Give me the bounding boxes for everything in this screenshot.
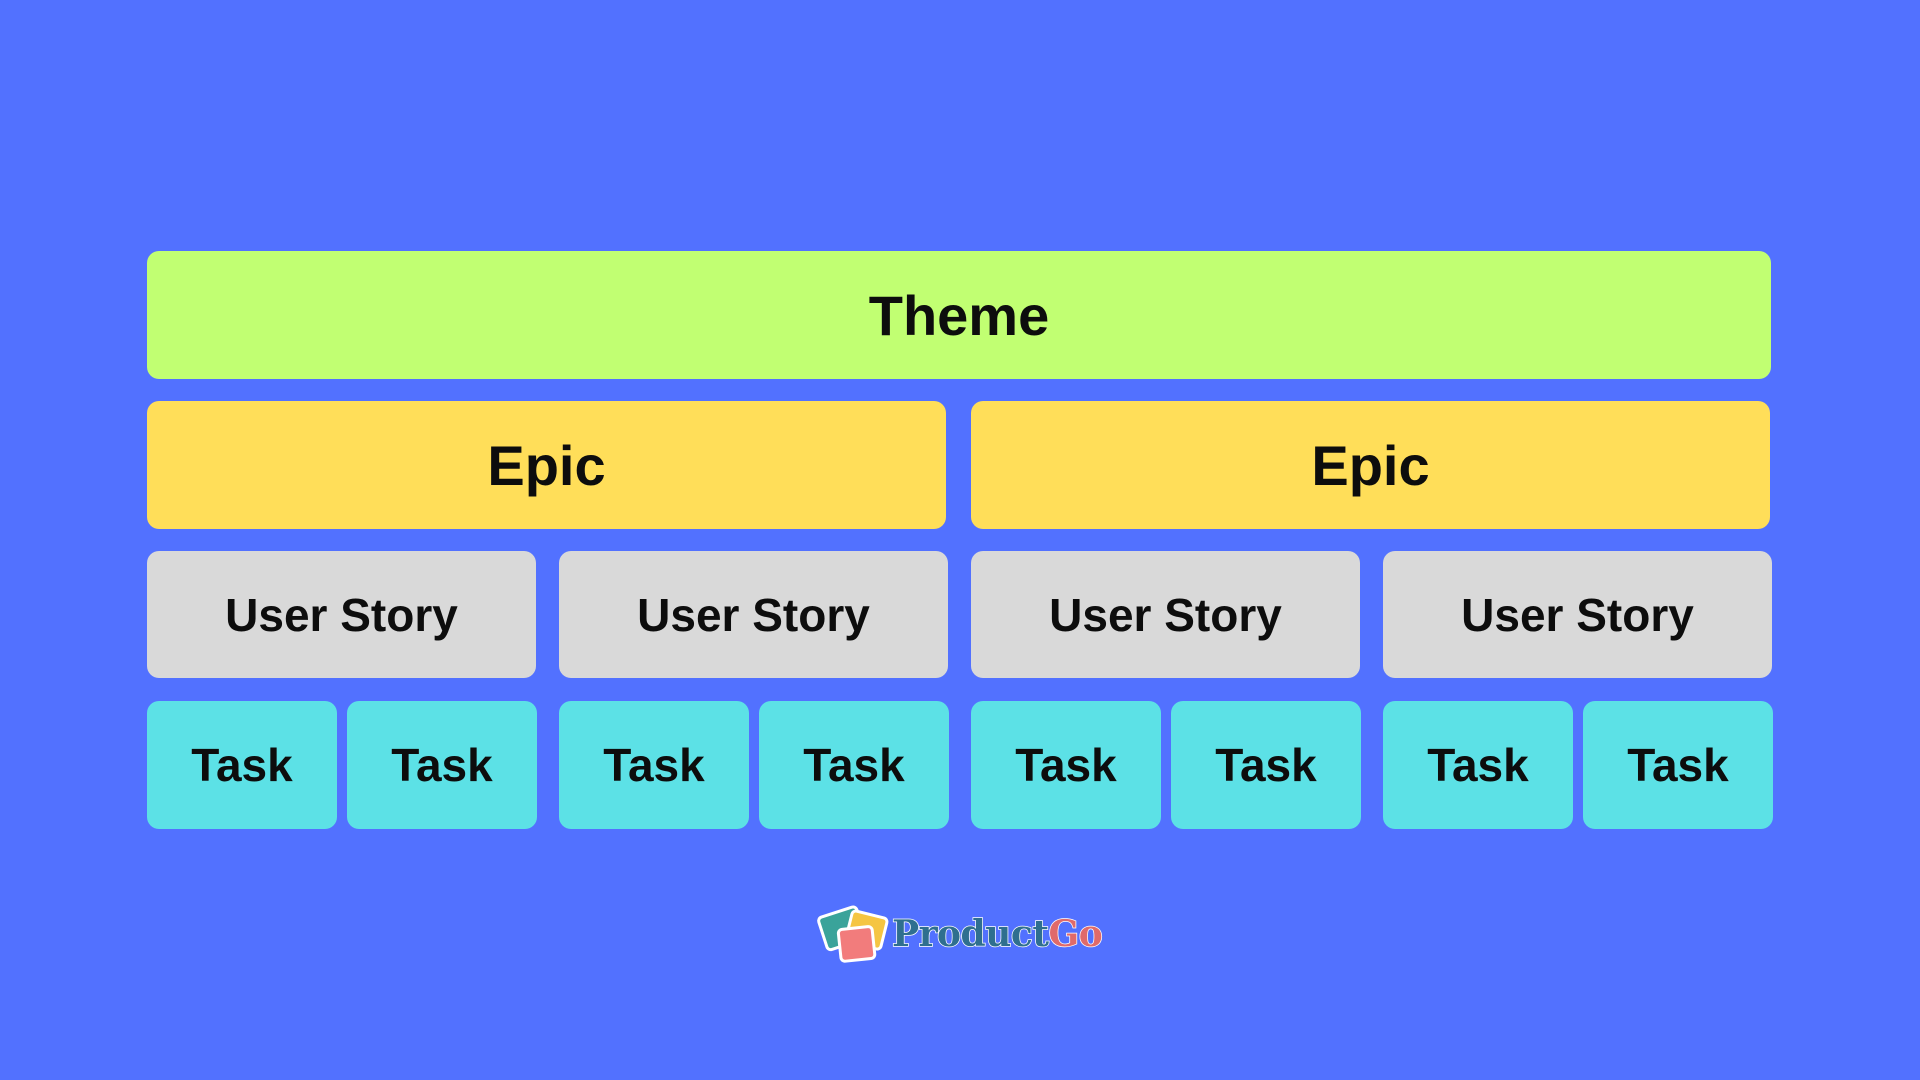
logo-go-text: Go [1048,912,1104,956]
theme-box: Theme [147,251,1771,379]
task-label: Task [1015,739,1117,791]
task-label: Task [603,739,705,791]
productgo-logo: ProductGo [816,898,1106,970]
user-story-label: User Story [1049,588,1282,641]
task-box-5: Task [971,701,1161,829]
task-label: Task [391,739,493,791]
user-story-label: User Story [225,588,458,641]
epic-box-2: Epic [971,401,1770,529]
epic-label: Epic [487,433,606,497]
user-story-box-3: User Story [971,551,1360,678]
task-label: Task [1215,739,1317,791]
logo-wordmark: ProductGo [891,912,1104,956]
user-story-label: User Story [1461,588,1694,641]
task-box-7: Task [1383,701,1573,829]
task-label: Task [1427,739,1529,791]
task-box-4: Task [759,701,949,829]
task-label: Task [1627,739,1729,791]
epic-label: Epic [1311,433,1430,497]
user-story-box-4: User Story [1383,551,1772,678]
user-story-box-2: User Story [559,551,948,678]
logo-product-text: Product [891,912,1049,956]
user-story-box-1: User Story [147,551,536,678]
task-box-8: Task [1583,701,1773,829]
task-box-3: Task [559,701,749,829]
task-box-1: Task [147,701,337,829]
task-label: Task [803,739,905,791]
task-label: Task [191,739,293,791]
theme-label: Theme [868,283,1050,347]
user-story-label: User Story [637,588,870,641]
task-box-6: Task [1171,701,1361,829]
epic-box-1: Epic [147,401,946,529]
task-box-2: Task [347,701,537,829]
stacked-cards-icon [817,905,889,963]
